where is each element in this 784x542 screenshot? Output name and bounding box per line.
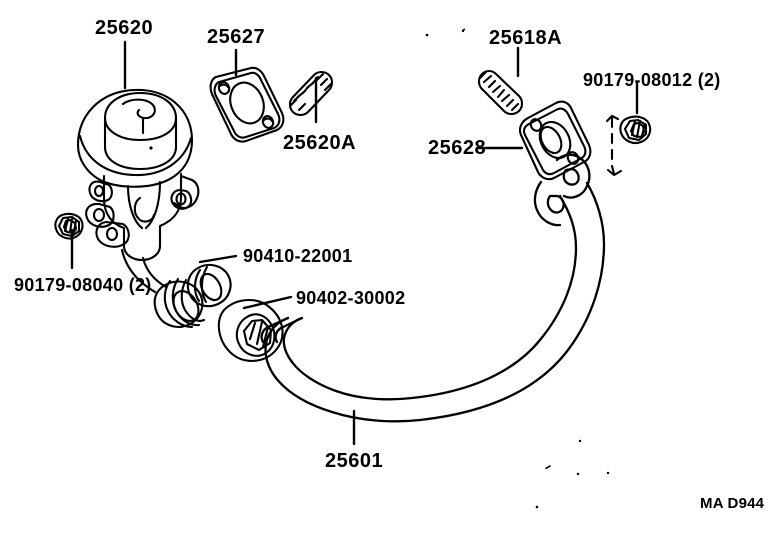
part-label-25601: 25601 bbox=[325, 450, 384, 472]
stud-a-thread-6 bbox=[310, 75, 320, 86]
gasket-25628-bolt-hole-1 bbox=[529, 118, 543, 132]
valve-diaphragm-housing bbox=[76, 88, 194, 188]
valve-flange-boss-left-hole bbox=[105, 226, 119, 242]
valve-flange-boss-left bbox=[95, 220, 130, 248]
pipe-flange-outer bbox=[555, 153, 591, 199]
stud-b-thread-6 bbox=[500, 93, 511, 103]
leader-90402-30002 bbox=[242, 295, 293, 310]
valve-outlet-bottom bbox=[120, 248, 157, 294]
part-label-25618A: 25618A bbox=[489, 27, 563, 49]
nut-right-outline bbox=[619, 115, 652, 145]
stud-b-thread-5 bbox=[496, 88, 506, 99]
nut-left-shade-3 bbox=[72, 219, 78, 233]
part-nut-90179-08040 bbox=[54, 212, 84, 240]
scan-speckles bbox=[425, 28, 610, 509]
nut-left-outline bbox=[54, 212, 84, 240]
nut-right-shade-2 bbox=[635, 119, 642, 139]
stud-b-thread-2 bbox=[482, 74, 493, 84]
part-egr-pipe-25601 bbox=[260, 153, 606, 423]
stud-a-thread-9 bbox=[323, 82, 333, 92]
thread-rib-3 bbox=[180, 278, 206, 322]
part-label-25627: 25627 bbox=[207, 26, 266, 48]
valve-outlet-threaded bbox=[153, 280, 204, 328]
gasket-ring-shade-2 bbox=[200, 265, 209, 304]
valve-boss-right bbox=[170, 188, 193, 210]
union-nut-shade-2 bbox=[255, 320, 264, 346]
valve-top-cap-rim bbox=[103, 116, 178, 142]
leader-lines bbox=[70, 40, 639, 446]
leader-90410-22001 bbox=[198, 254, 238, 264]
part-label-25620: 25620 bbox=[95, 17, 154, 39]
gasket-ring-shade-1 bbox=[193, 268, 202, 303]
part-union-nut-90402-30002 bbox=[217, 299, 284, 362]
union-nut-outer bbox=[217, 299, 284, 362]
valve-cap-dot bbox=[149, 146, 153, 150]
part-label-90179-08040: 90179-08040 (2) bbox=[14, 275, 152, 295]
valve-body-contour-a bbox=[126, 184, 144, 230]
nut-right-guide-foot bbox=[606, 168, 623, 177]
gasket-25627-hole1-shade bbox=[218, 83, 230, 89]
valve-boss-upper-left bbox=[88, 180, 113, 203]
pipe-end-outer bbox=[266, 316, 290, 329]
pipe-end-cap-b bbox=[274, 326, 283, 344]
part-stud-bolt-25620A bbox=[288, 70, 334, 117]
sheet-watermark: MA D944 bbox=[700, 495, 765, 512]
part-gasket-25628 bbox=[518, 100, 592, 181]
pipe-outline-inner bbox=[290, 194, 578, 401]
part-egr-valve-25620 bbox=[76, 88, 206, 329]
nut-right-dashed-guide bbox=[610, 116, 616, 176]
stud-a-thread-10 bbox=[297, 102, 307, 112]
gasket-25628-center-hole-inner bbox=[539, 125, 563, 155]
valve-top-cap bbox=[103, 91, 178, 171]
stud-bolt-a-body bbox=[288, 70, 334, 117]
gasket-25627-bolt-hole-2 bbox=[261, 115, 275, 129]
valve-body-contour-b bbox=[144, 180, 162, 230]
nut-right-shade-1 bbox=[630, 119, 637, 137]
gasket-25627-hole2-shade bbox=[262, 117, 274, 123]
nut-left-shade-1 bbox=[63, 217, 70, 233]
stud-b-thread-3 bbox=[487, 79, 497, 89]
gasket-25627-inner-edge bbox=[213, 71, 281, 139]
part-nut-90179-08012 bbox=[605, 114, 652, 177]
thread-rib-1 bbox=[163, 279, 194, 329]
valve-boss-lower-left-hole bbox=[92, 207, 106, 223]
part-gasket-90410-22001 bbox=[186, 263, 232, 308]
pipe-flange-hole-upper bbox=[562, 167, 580, 186]
union-nut-shade-3 bbox=[261, 325, 270, 349]
gasket-25628-outline bbox=[518, 100, 592, 181]
part-label-90179-08012: 90179-08012 (2) bbox=[583, 70, 721, 90]
part-label-90402-30002: 90402-30002 bbox=[296, 288, 406, 308]
part-label-25628: 25628 bbox=[428, 137, 487, 159]
part-gasket-25627 bbox=[209, 66, 285, 143]
nut-left-shade-2 bbox=[68, 217, 74, 234]
gasket-25627-outline bbox=[209, 66, 285, 143]
stud-b-thread-7 bbox=[505, 98, 515, 108]
stud-b-thread-8 bbox=[510, 102, 520, 112]
stud-b-thread-1 bbox=[478, 70, 488, 80]
part-label-25620A: 25620A bbox=[283, 132, 357, 154]
valve-rim-line bbox=[78, 134, 193, 177]
pipe-end-cap-a bbox=[260, 325, 270, 344]
outlet-bore bbox=[172, 290, 200, 322]
stud-a-thread-8 bbox=[319, 77, 329, 87]
valve-body-center-detail bbox=[133, 196, 156, 223]
pipe-flange-contour bbox=[533, 180, 562, 227]
valve-boss-upper-left-hole bbox=[93, 184, 105, 198]
nut-left-hex bbox=[57, 215, 81, 238]
stud-a-thread-7 bbox=[315, 72, 325, 82]
valve-boss-right-hole bbox=[175, 192, 187, 206]
gasket-25627-center-hole bbox=[229, 81, 265, 125]
nut-right-guide-arrow bbox=[605, 114, 620, 123]
pipe-outline-outer bbox=[274, 181, 606, 423]
stud-b-thread-4 bbox=[491, 84, 502, 94]
part-label-90410-22001: 90410-22001 bbox=[243, 246, 353, 266]
nut-right-shade-3 bbox=[640, 122, 647, 138]
valve-cap-marking bbox=[121, 98, 156, 120]
union-nut-shade-1 bbox=[248, 321, 257, 341]
part-stud-bolt-25618A bbox=[477, 69, 524, 116]
gasket-ring-outer bbox=[186, 263, 232, 308]
pipe-end-inner bbox=[279, 316, 304, 330]
